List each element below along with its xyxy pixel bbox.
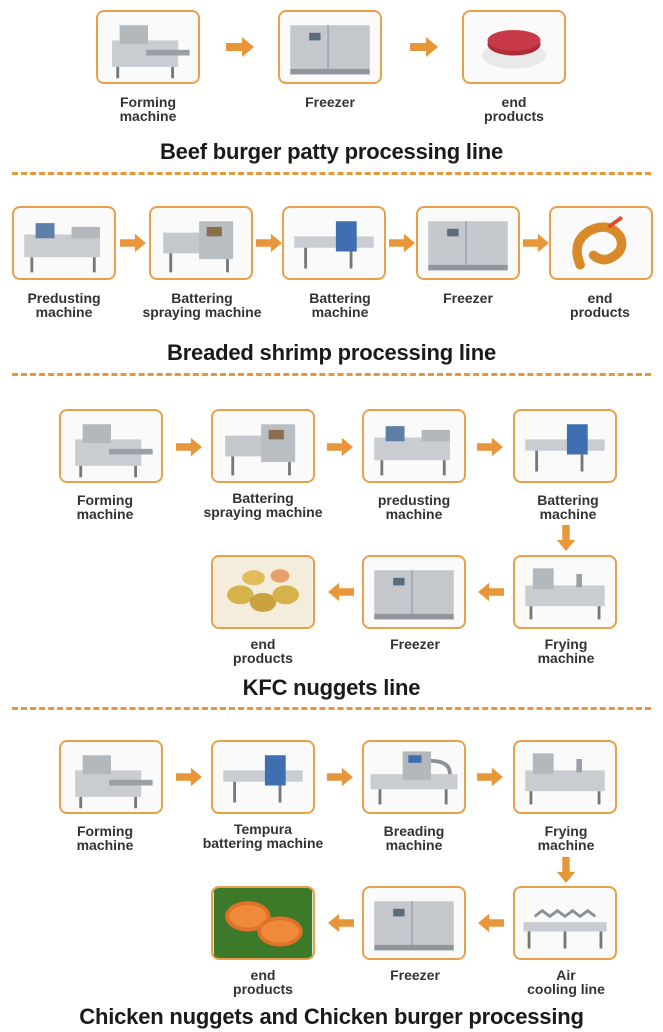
arrow-right-icon [120,233,146,253]
step-label: Forming machine [76,492,134,522]
arrow-right-icon [477,767,503,787]
arrow-right-icon [410,37,438,57]
arrow-left-icon [478,913,504,933]
step-image-predusting-machine [12,206,116,280]
step-label: end products [233,967,293,997]
arrow-right-icon [327,437,353,457]
arrow-down-icon [556,525,576,551]
step-image-forming-machine [59,409,163,483]
step-image-predusting-machine [362,409,466,483]
step-label: end products [233,636,293,666]
arrow-right-icon [327,767,353,787]
step-image-battering-spraying-machine [211,409,315,483]
step-image-tempura-battering-machine [211,740,315,814]
step-image-breading-machine [362,740,466,814]
step-image-end-products [211,886,315,960]
step-image-forming-machine [59,740,163,814]
step-image-end-products [549,206,653,280]
step-image-freezer [362,555,466,629]
step-image-battering-spraying-machine [149,206,253,280]
arrow-left-icon [478,582,504,602]
arrow-right-icon [256,233,282,253]
step-label: Battering spraying machine [142,290,262,320]
step-image-freezer [278,10,382,84]
step-image-freezer [416,206,520,280]
step-label: Frying machine [537,636,595,666]
step-label: Frying machine [537,823,595,853]
section-divider [12,373,651,376]
arrow-right-icon [226,37,254,57]
step-label: end products [484,94,544,124]
arrow-right-icon [523,233,549,253]
arrow-right-icon [176,437,202,457]
section-title: KFC nuggets line [242,675,421,700]
step-image-frying-machine [513,740,617,814]
step-label: Battering machine [537,492,599,522]
arrow-down-icon [556,857,576,883]
step-label: Forming machine [119,94,177,124]
step-label: Freezer [443,290,493,306]
step-label: Battering spraying machine [203,490,323,520]
arrow-right-icon [477,437,503,457]
step-image-battering-machine [282,206,386,280]
step-label: Freezer [390,967,440,983]
section-divider [12,172,651,175]
section-title: Beef burger patty processing line [159,139,504,164]
section-title: Breaded shrimp processing line [167,340,496,365]
step-image-end-products [211,555,315,629]
step-image-forming-machine [96,10,200,84]
step-label: Predusting machine [27,290,101,320]
section-divider [12,707,651,710]
step-label: Breading machine [383,823,445,853]
step-label: Freezer [390,636,440,652]
arrow-left-icon [328,582,354,602]
step-label: Air cooling line [527,967,605,997]
step-label: Forming machine [76,823,134,853]
arrow-right-icon [389,233,415,253]
step-image-freezer [362,886,466,960]
step-image-air-cooling-line [513,886,617,960]
step-image-frying-machine [513,555,617,629]
step-label: Tempura battering machine [202,821,324,851]
arrow-right-icon [176,767,202,787]
section-title: Chicken nuggets and Chicken burger proce… [79,1004,584,1029]
step-label: Freezer [305,94,355,110]
step-image-battering-machine [513,409,617,483]
step-label: end products [570,290,630,320]
step-image-end-products [462,10,566,84]
step-label: predusting machine [377,492,451,522]
step-label: Battering machine [309,290,371,320]
arrow-left-icon [328,913,354,933]
